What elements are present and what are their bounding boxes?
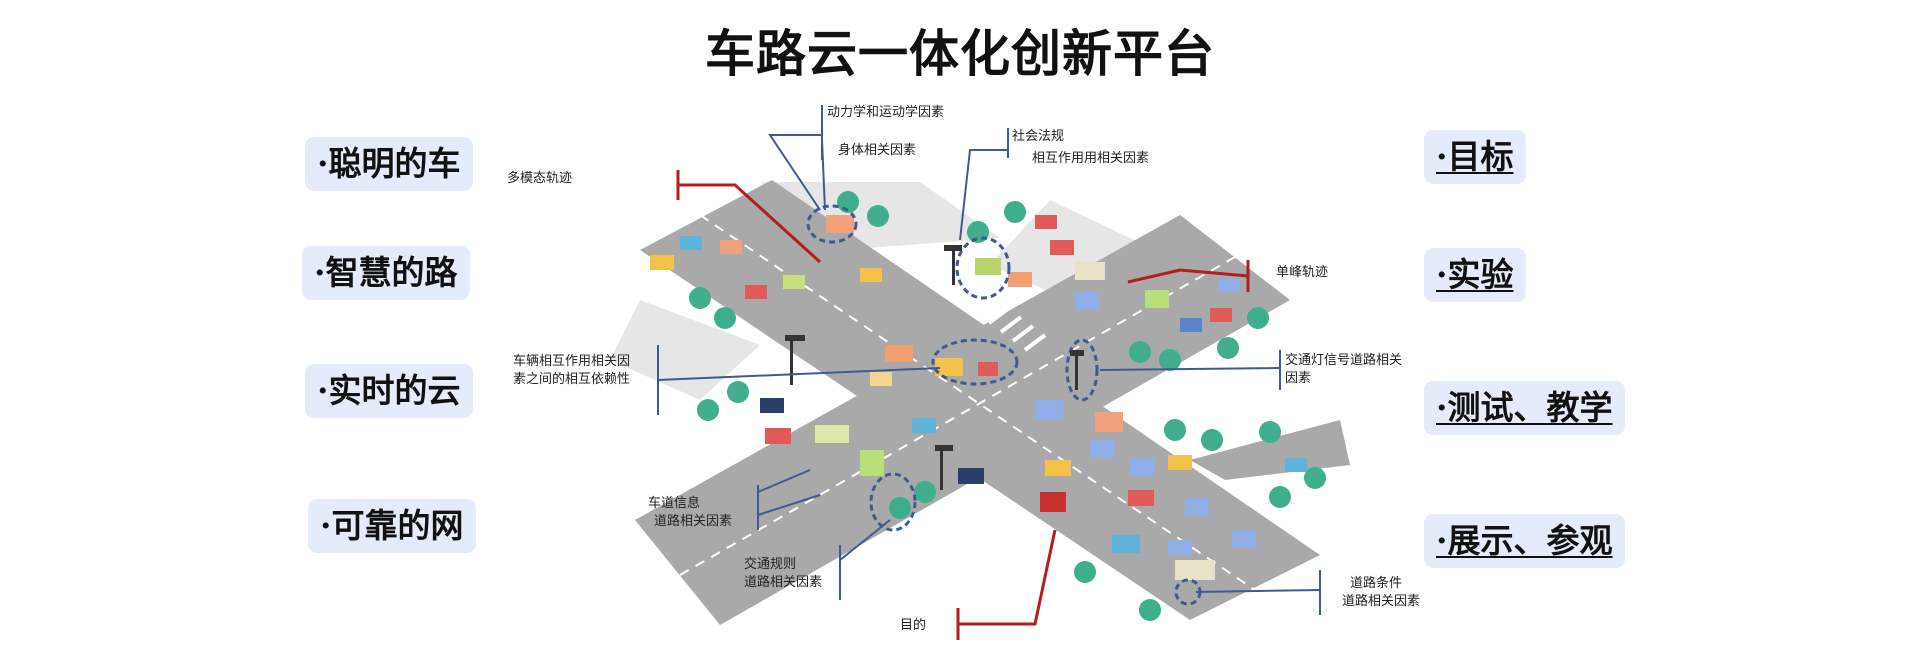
right-item-experiment: ·实验 (1424, 248, 1526, 302)
vehicle-icon (1112, 535, 1140, 553)
vehicle-icon (860, 268, 882, 282)
vehicle-icon (935, 358, 963, 376)
vehicle-icon (650, 255, 674, 270)
vehicle-icon (1128, 490, 1154, 506)
vehicle-icon (1008, 272, 1032, 287)
vehicle-icon (1050, 240, 1074, 255)
vehicle-icon (975, 258, 1001, 275)
annotation-road-cond-1: 道路条件 (1350, 575, 1402, 591)
vehicle-icon (1210, 308, 1232, 322)
vehicle-icon (1040, 492, 1066, 512)
vehicle-icon (912, 418, 936, 433)
left-item-reliable-network: ·可靠的网 (308, 499, 476, 553)
vehicle-icon (1045, 460, 1071, 476)
annotation-vehicle-interaction-2: 素之间的相互依赖性 (513, 371, 630, 387)
red-markers (676, 170, 1250, 640)
left-item-smart-road: ·智慧的路 (302, 246, 470, 300)
annotation-multimodal: 多模态轨迹 (507, 170, 572, 186)
left-item-label: ·可靠的网 (320, 506, 464, 545)
annotation-traffic-light-1: 交通灯信号道路相关 (1285, 352, 1402, 368)
vehicle-icon (720, 240, 742, 254)
vehicle-icon (815, 425, 849, 443)
annotation-lane-info-1: 车道信息 (648, 495, 700, 511)
page-title: 车路云一体化创新平台 (705, 24, 1215, 83)
vehicle-icon (885, 345, 913, 362)
vehicle-icon (870, 372, 892, 386)
vehicle-icon (1090, 440, 1114, 458)
right-item-label: ·测试、教学 (1436, 388, 1613, 427)
right-item-label: ·目标 (1436, 137, 1514, 176)
vehicle-icon (680, 236, 702, 250)
vehicle-icon (1095, 412, 1123, 432)
vehicle-icon (1130, 458, 1154, 476)
ground-block-west (610, 300, 760, 400)
vehicle-icon (1035, 215, 1057, 229)
vehicle-icon (745, 285, 767, 299)
vehicle-icon (1180, 318, 1202, 332)
vehicle-icon (1168, 455, 1192, 470)
annotation-lane-info-2: 道路相关因素 (654, 513, 732, 529)
trees (689, 191, 1326, 621)
vehicle-icon (1145, 290, 1169, 308)
left-item-realtime-cloud: ·实时的云 (305, 364, 473, 418)
blue-markers (657, 105, 1321, 615)
vehicle-icon (1075, 262, 1105, 280)
left-item-smart-car: ·聪明的车 (305, 137, 473, 191)
right-item-label: ·实验 (1436, 255, 1514, 294)
vehicle-icon (1185, 498, 1209, 516)
vehicle-icon (1218, 278, 1240, 292)
annotation-single-peak: 单峰轨迹 (1276, 265, 1328, 280)
vehicle-icon (760, 398, 784, 413)
annotation-goal: 目的 (900, 617, 926, 633)
vehicle-icon (826, 215, 854, 233)
vehicle-icon (1168, 540, 1192, 555)
vehicle-icon (783, 275, 805, 289)
left-item-label: ·聪明的车 (317, 144, 461, 183)
right-item-test-teaching: ·测试、教学 (1424, 381, 1625, 435)
annotation-interaction: 相互作用用相关因素 (1032, 151, 1149, 166)
traffic-light-icons (785, 245, 1084, 490)
annotation-dynamics: 动力学和运动学因素 (827, 104, 944, 120)
vehicle-icon (1285, 458, 1307, 472)
annotation-traffic-light-2: 因素 (1285, 371, 1311, 386)
vehicles (650, 215, 1307, 580)
vehicle-icon (1075, 292, 1099, 310)
road-southwest-northeast (635, 215, 1290, 625)
right-item-goal: ·目标 (1424, 130, 1526, 184)
vehicle-icon (765, 428, 791, 444)
right-item-label: ·展示、参观 (1436, 521, 1613, 560)
vehicle-icon (978, 362, 998, 376)
annotation-social: 社会法规 (1012, 128, 1064, 144)
right-item-exhibition: ·展示、参观 (1424, 514, 1625, 568)
annotation-road-cond-2: 道路相关因素 (1342, 593, 1420, 609)
vehicle-icon (860, 450, 884, 476)
left-item-label: ·实时的云 (317, 371, 461, 410)
road-branch-east (1190, 420, 1350, 480)
vehicle-icon (1035, 400, 1063, 420)
vehicle-icon (1232, 530, 1256, 548)
annotation-body: 身体相关因素 (838, 142, 916, 158)
annotation-traffic-rules-1: 交通规则 (744, 556, 796, 572)
left-item-label: ·智慧的路 (314, 253, 458, 292)
vehicle-icon (958, 468, 984, 484)
vehicle-icon (1175, 560, 1215, 580)
annotation-traffic-rules-2: 道路相关因素 (744, 574, 822, 590)
annotation-vehicle-interaction-1: 车辆相互作用相关因 (513, 353, 630, 369)
